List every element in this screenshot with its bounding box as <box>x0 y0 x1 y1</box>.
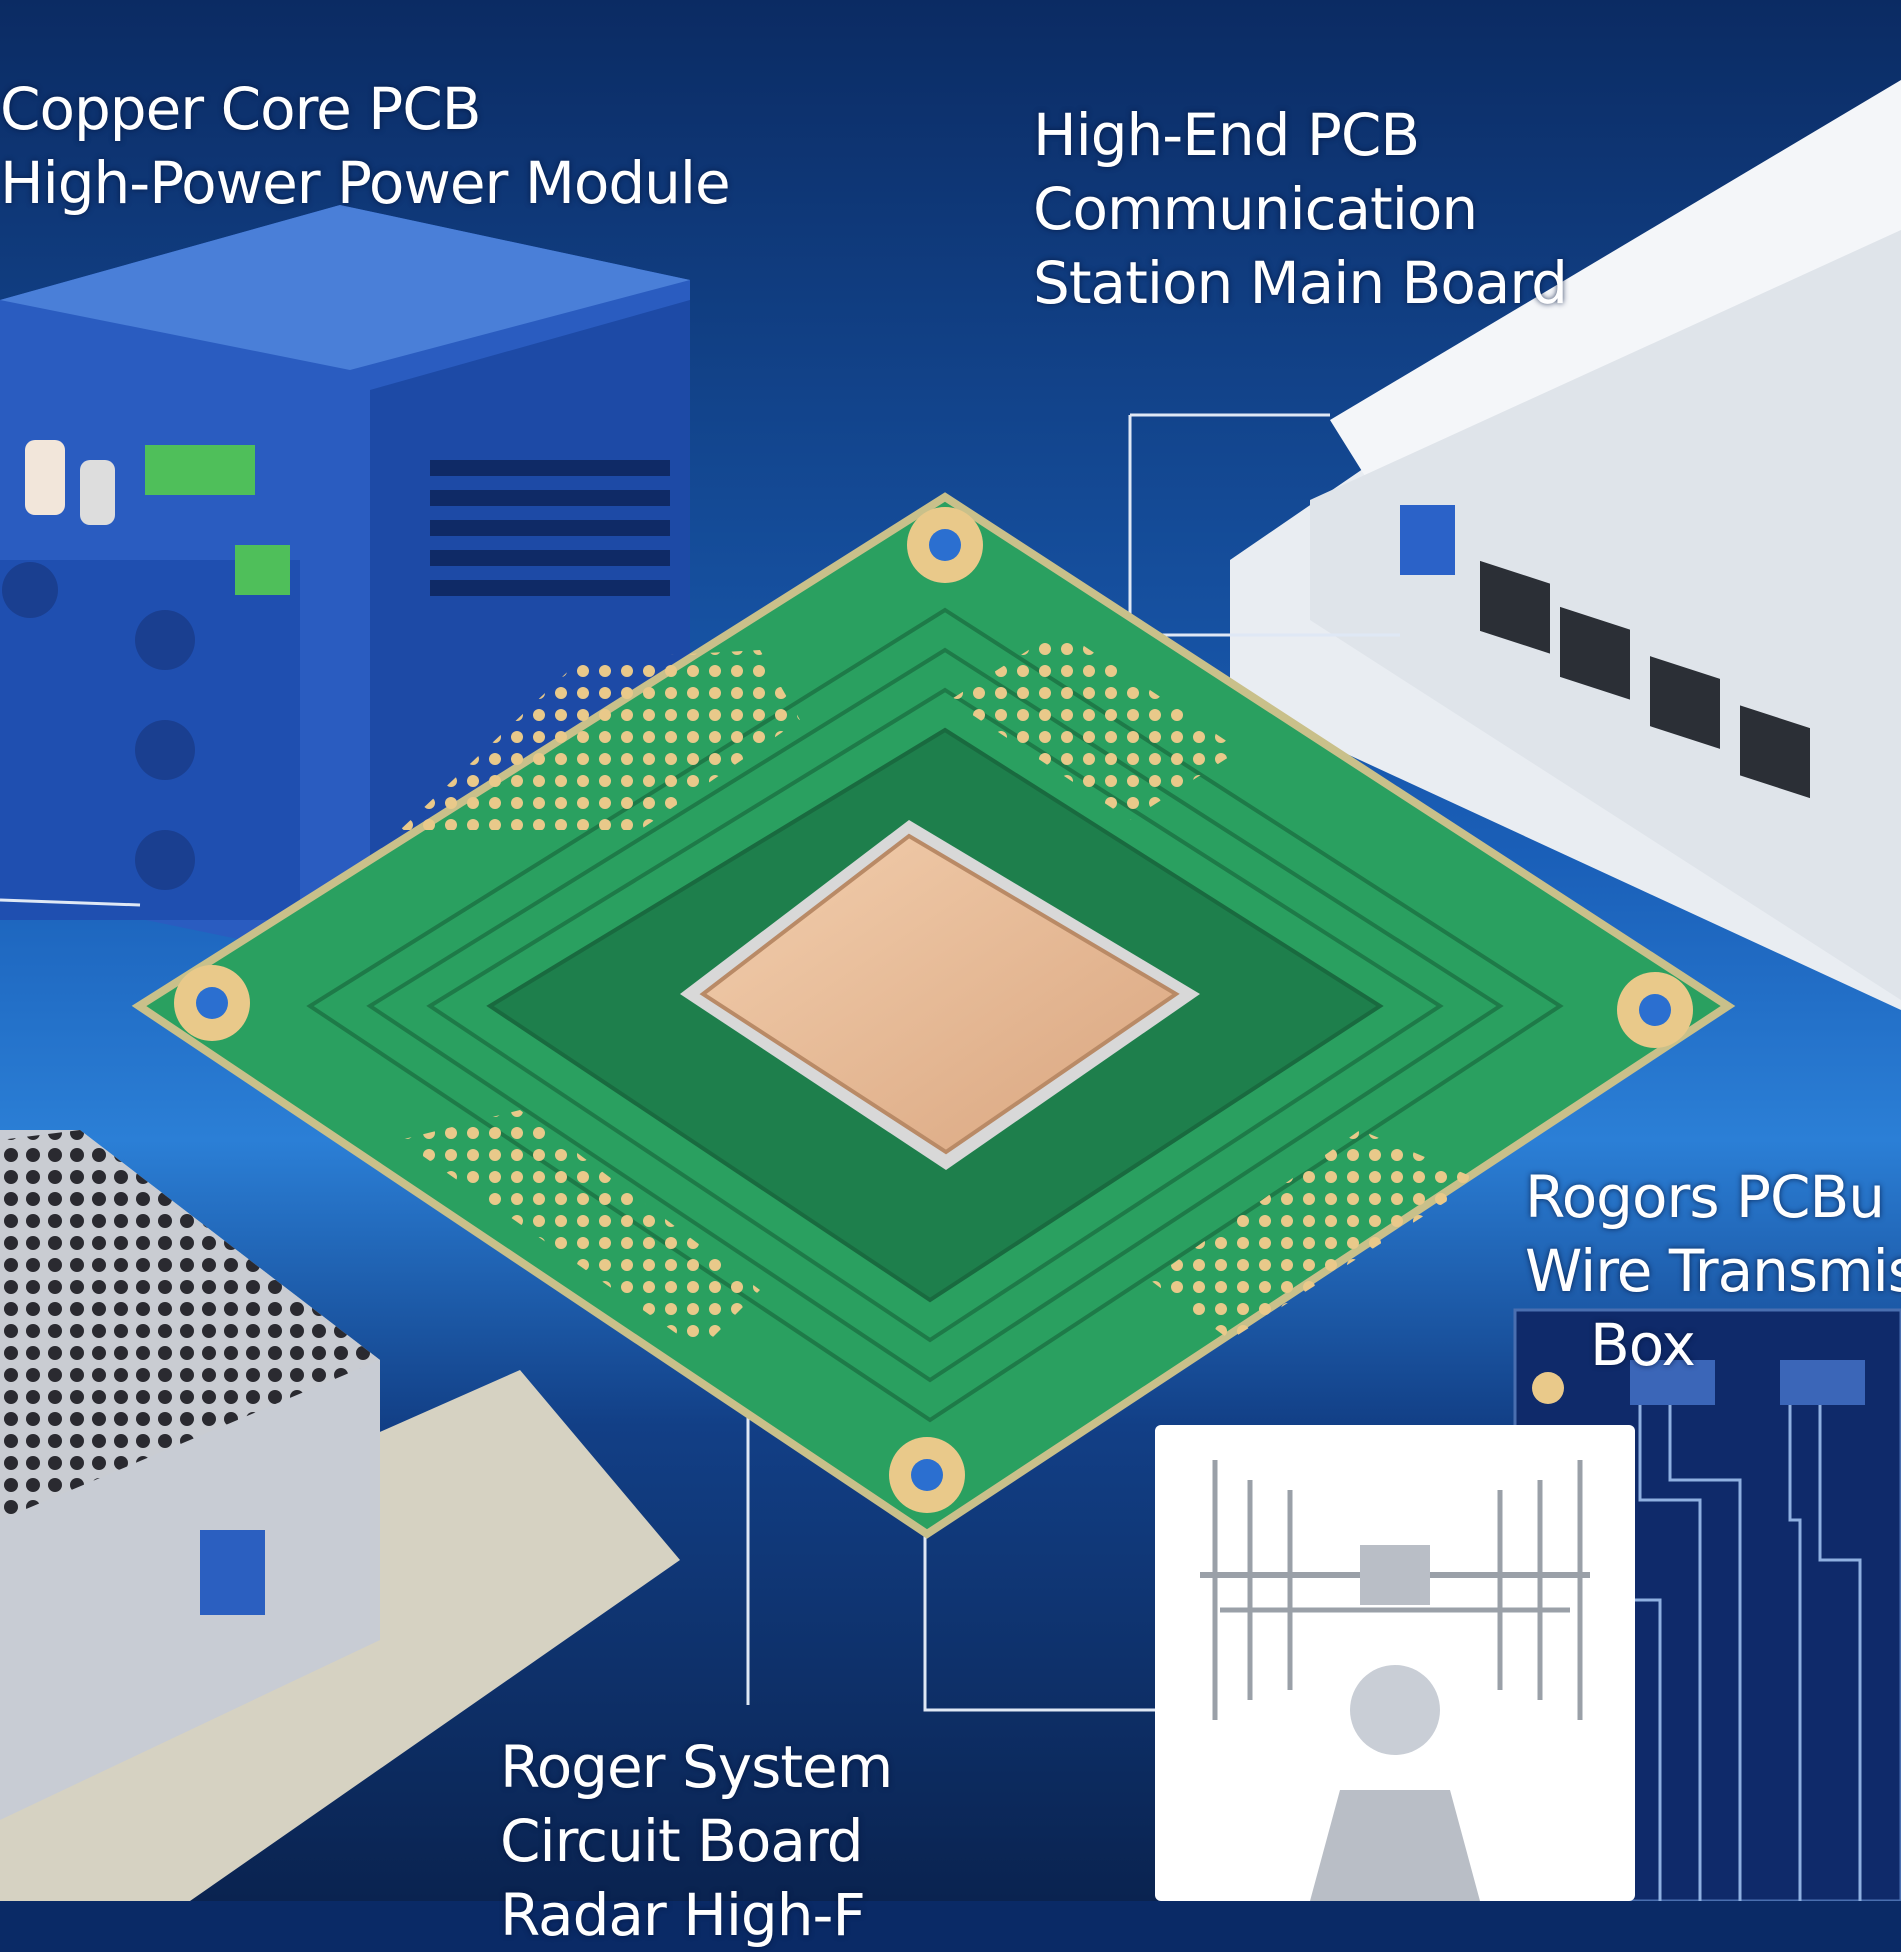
label-line: High-Power Power Module <box>0 149 731 217</box>
label-high-end-pcb: High-End PCB Communication Station Main … <box>1033 98 1568 320</box>
transmission-box-image <box>0 1130 680 1901</box>
label-rogors-pcb: Rogors PCBu Wire Transmis Box <box>1525 1160 1901 1382</box>
processor-chip <box>680 820 1200 1170</box>
label-line: Box <box>1590 1311 1696 1379</box>
callout-line <box>923 1525 1155 1712</box>
label-line: Circuit Board <box>500 1807 864 1875</box>
label-line: Communication <box>1033 175 1478 243</box>
label-line: Station Main Board <box>1033 249 1568 317</box>
label-line: Rogors PCBu <box>1525 1163 1885 1231</box>
radar-antenna-image <box>1155 1425 1635 1901</box>
label-line: Radar High-F <box>500 1881 866 1949</box>
illustration-scene <box>0 0 1901 1901</box>
label-roger-system: Roger System Circuit Board Radar High-F <box>500 1730 893 1952</box>
label-line: Wire Transmis <box>1525 1237 1901 1305</box>
callout-line <box>0 898 141 907</box>
label-line: High-End PCB <box>1033 101 1420 169</box>
label-line: Copper Core PCB <box>0 75 482 143</box>
label-copper-core-pcb: Copper Core PCB High-Power Power Module <box>0 72 731 220</box>
communication-board-image <box>1230 80 1901 1010</box>
label-line: Roger System <box>500 1733 893 1801</box>
